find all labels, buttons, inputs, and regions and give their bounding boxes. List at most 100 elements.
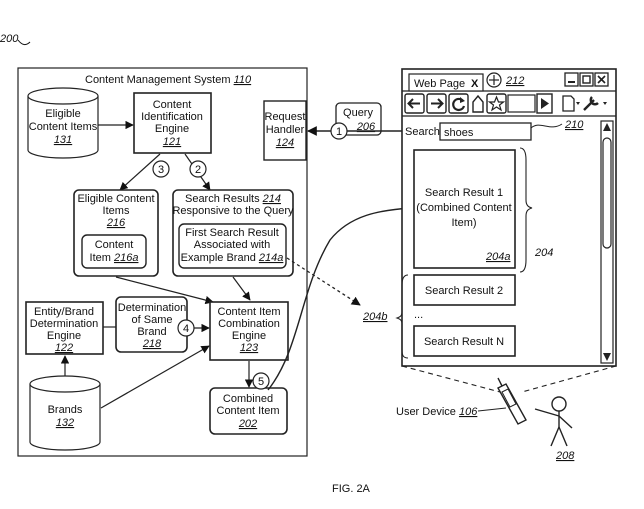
search-input-value: shoes bbox=[444, 127, 474, 139]
svg-text:Content: Content bbox=[95, 239, 134, 251]
svg-text:Items: Items bbox=[103, 205, 130, 217]
step-2-marker: 2 bbox=[189, 160, 207, 178]
results-brace-204 bbox=[519, 147, 533, 273]
window-close-icon[interactable] bbox=[594, 72, 609, 87]
phone-icon bbox=[497, 377, 527, 425]
svg-text:Item): Item) bbox=[451, 217, 476, 229]
search-label: Search bbox=[405, 126, 440, 138]
results-ellipsis: ... bbox=[414, 309, 423, 321]
query-label-box: Query 206 bbox=[335, 102, 382, 136]
svg-text:Brand: Brand bbox=[137, 326, 166, 338]
page-menu-icon[interactable] bbox=[562, 95, 580, 112]
user-person-icon bbox=[534, 396, 573, 447]
content-item-216a: Content Item 216a bbox=[81, 234, 147, 269]
svg-text:Entity/Brand: Entity/Brand bbox=[34, 306, 94, 318]
step-1-marker: 1 bbox=[330, 122, 348, 140]
svg-text:Content Item: Content Item bbox=[217, 405, 280, 417]
svg-text:of Same: of Same bbox=[132, 314, 173, 326]
scrollbar[interactable] bbox=[600, 120, 614, 364]
svg-text:Content: Content bbox=[153, 99, 192, 111]
home-icon[interactable] bbox=[472, 94, 484, 113]
brands-db: Brands 132 bbox=[29, 375, 101, 451]
svg-text:2: 2 bbox=[195, 164, 201, 176]
settings-wrench-icon[interactable] bbox=[583, 96, 607, 111]
svg-text:Brands: Brands bbox=[48, 404, 83, 416]
first-search-result-214a: First Search Result Associated with Exam… bbox=[178, 223, 287, 269]
svg-text:132: 132 bbox=[56, 417, 74, 429]
svg-text:Handler: Handler bbox=[266, 124, 305, 136]
bookmark-star-icon[interactable] bbox=[486, 93, 507, 114]
cms-boundary bbox=[17, 67, 308, 457]
step-4-marker: 4 bbox=[177, 319, 195, 337]
search-result-1[interactable]: Search Result 1 (Combined Content Item) … bbox=[413, 149, 516, 269]
svg-text:206: 206 bbox=[356, 121, 376, 133]
svg-text:Identification: Identification bbox=[141, 111, 203, 123]
svg-text:(Combined Content: (Combined Content bbox=[416, 202, 511, 214]
svg-text:204a: 204a bbox=[485, 251, 510, 263]
search-result-2[interactable]: Search Result 2 bbox=[413, 274, 516, 306]
user-device-leader bbox=[477, 407, 507, 412]
step-5-marker: 5 bbox=[252, 372, 270, 390]
arrow-eligible-to-combination bbox=[115, 276, 214, 305]
svg-text:121: 121 bbox=[163, 136, 181, 148]
svg-text:Combination: Combination bbox=[218, 318, 280, 330]
svg-text:Query: Query bbox=[343, 107, 373, 119]
arrow-step3 bbox=[119, 153, 161, 191]
svg-text:122: 122 bbox=[55, 342, 73, 354]
results-ref-204b: 204b bbox=[362, 311, 387, 323]
svg-text:Search Result N: Search Result N bbox=[424, 336, 504, 348]
address-bar[interactable] bbox=[507, 94, 536, 113]
forward-icon[interactable] bbox=[426, 93, 447, 114]
svg-text:First Search Result: First Search Result bbox=[185, 227, 279, 239]
arrow-brands-to-combination bbox=[100, 345, 210, 409]
entity-brand-determination-engine: Entity/Brand Determination Engine 122 bbox=[25, 301, 104, 355]
new-tab-icon[interactable] bbox=[486, 72, 502, 88]
svg-text:218: 218 bbox=[142, 338, 162, 350]
figure-ref-squiggle bbox=[17, 39, 31, 46]
cms-title: Content Management System 110 bbox=[85, 74, 252, 86]
request-handler: Request Handler 124 bbox=[263, 100, 307, 161]
minimize-icon[interactable] bbox=[564, 72, 579, 87]
tab-close-icon[interactable]: X bbox=[471, 78, 479, 90]
maximize-icon[interactable] bbox=[579, 72, 594, 87]
svg-text:Item 216a: Item 216a bbox=[90, 252, 139, 264]
svg-text:Search Results 214: Search Results 214 bbox=[185, 193, 281, 205]
back-icon[interactable] bbox=[404, 93, 425, 114]
svg-text:Responsive to the Query: Responsive to the Query bbox=[172, 205, 294, 217]
go-icon[interactable] bbox=[536, 93, 553, 114]
svg-text:4: 4 bbox=[183, 323, 189, 335]
svg-text:Engine: Engine bbox=[232, 330, 266, 342]
svg-text:Content Items: Content Items bbox=[29, 121, 98, 133]
svg-text:Combined: Combined bbox=[223, 393, 273, 405]
determination-same-brand: Determination of Same Brand 218 bbox=[115, 296, 188, 353]
step-3-marker: 3 bbox=[152, 160, 170, 178]
svg-text:Engine: Engine bbox=[47, 330, 81, 342]
figure-ref-number: 200 bbox=[0, 33, 19, 45]
svg-text:Associated with: Associated with bbox=[194, 239, 270, 251]
svg-text:Request: Request bbox=[265, 111, 306, 123]
svg-text:Content Item: Content Item bbox=[218, 306, 281, 318]
combined-content-item-202: Combined Content Item 202 bbox=[209, 387, 288, 435]
svg-text:Eligible: Eligible bbox=[45, 108, 80, 120]
search-ref-leader bbox=[530, 123, 563, 129]
svg-text:Example Brand 214a: Example Brand 214a bbox=[181, 252, 284, 264]
search-result-n[interactable]: Search Result N bbox=[413, 325, 516, 357]
svg-text:3: 3 bbox=[158, 164, 164, 176]
content-item-combination-engine: Content Item Combination Engine 123 bbox=[209, 301, 289, 361]
reload-icon[interactable] bbox=[448, 93, 469, 114]
svg-text:1: 1 bbox=[336, 126, 342, 138]
scroll-up-icon bbox=[603, 123, 611, 131]
svg-text:Engine: Engine bbox=[155, 123, 189, 135]
tab-web-page[interactable]: Web Page X bbox=[408, 73, 484, 92]
svg-text:Search Result 2: Search Result 2 bbox=[425, 285, 503, 297]
search-input[interactable] bbox=[439, 122, 532, 141]
svg-text:124: 124 bbox=[276, 137, 294, 149]
svg-text:131: 131 bbox=[54, 134, 72, 146]
dotted-arrow-first-result-to-204b bbox=[286, 257, 361, 306]
user-ref-208: 208 bbox=[555, 450, 575, 462]
svg-text:Eligible Content: Eligible Content bbox=[77, 193, 154, 205]
svg-text:Web Page: Web Page bbox=[414, 78, 465, 90]
scroll-thumb bbox=[602, 137, 612, 249]
search-ref-210: 210 bbox=[564, 119, 584, 131]
